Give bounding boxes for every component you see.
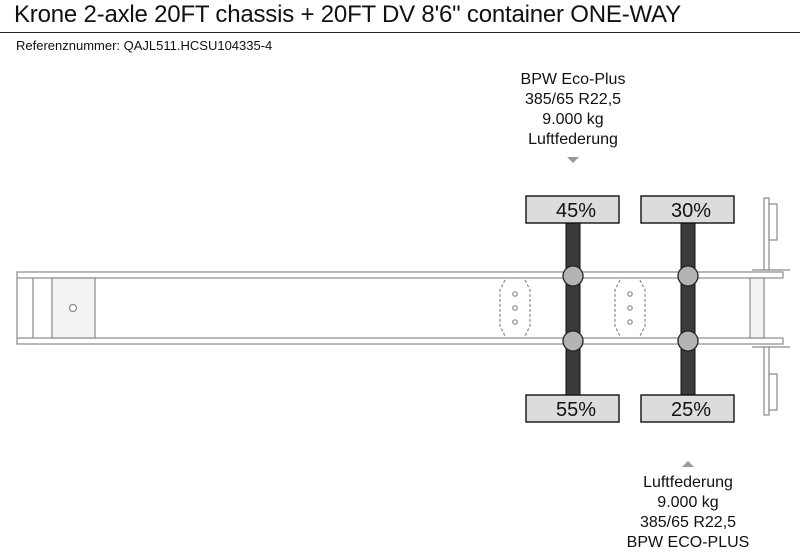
page-title: Krone 2-axle 20FT chassis + 20FT DV 8'6"… [14,1,681,28]
axle-1-bottom-hub [562,330,584,352]
axle-1: 45% 55% [525,195,620,423]
top-spec-brand: BPW Eco-Plus [520,71,626,88]
bolt-icon [512,291,518,297]
bottom-spec-arrow-icon [682,461,694,467]
axle-1-top-hub [562,265,584,287]
axle-1-top-tire [525,195,620,224]
bolt-icon [627,291,633,297]
top-spec-arrow-icon [567,157,579,163]
top-spec-suspension: Luftfederung [528,131,618,148]
axle1-bracket [499,279,531,337]
bottom-spec-suspension: Luftfederung [643,474,733,491]
upper-frame-rail [16,271,784,279]
axle-2-top-load-label: 30% [671,200,711,222]
top-spec-load: 9.000 kg [542,111,604,128]
bottom-spec-tire-size: 385/65 R22,5 [639,514,737,531]
top-axle-spec: BPW Eco-Plus 385/65 R22,5 9.000 kg Luftf… [473,70,673,150]
bottom-spec-brand: BPW ECO-PLUS [626,534,750,551]
title-divider [0,32,800,33]
axle-2-top-tire [640,195,735,224]
bottom-spec-load: 9.000 kg [657,494,719,511]
axle-1-bottom-load-label: 55% [556,399,596,421]
bolt-icon [627,319,633,325]
top-spec-tire-size: 385/65 R22,5 [524,91,622,108]
reference-number: Referenznummer: QAJL511.HCSU104335-4 [16,38,273,53]
axle-1-top-load-label: 45% [556,200,596,222]
axle-2-bottom-tire [640,394,735,423]
axle-2-bottom-hub [677,330,699,352]
axle-2: 30% 25% [640,195,735,423]
axle-2-beam [680,220,696,398]
lower-frame-rail [16,337,784,345]
axle-2-top-hub [677,265,699,287]
chassis-frame [16,271,784,345]
axle-1-beam [565,220,581,398]
axle-2-bottom-load-label: 25% [671,399,711,421]
rear-light-assembly [752,197,790,416]
bolt-icon [512,305,518,311]
rear-bumper [749,277,765,339]
bolt-icon [512,319,518,325]
axle2-bracket [614,279,646,337]
axle-1-bottom-tire [525,394,620,423]
bolt-icon [627,305,633,311]
bottom-axle-spec: Luftfederung 9.000 kg 385/65 R22,5 BPW E… [588,473,788,553]
kingpin-icon [68,303,78,313]
